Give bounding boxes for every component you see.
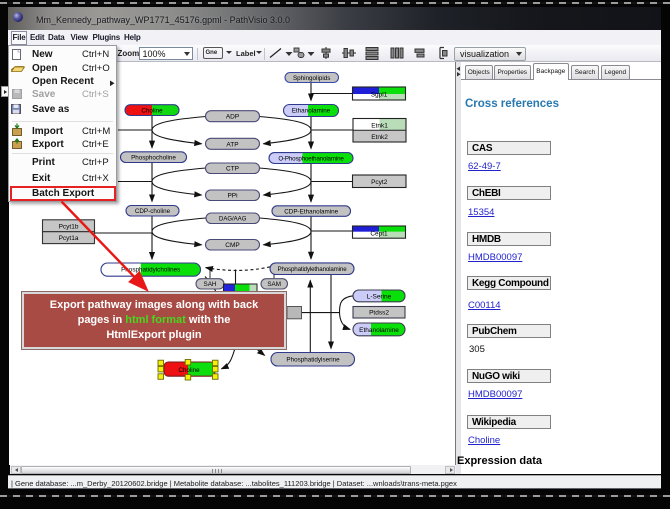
svg-text:O-Phosphoethanolamine: O-Phosphoethanolamine — [278, 155, 344, 162]
svg-text:SAH: SAH — [204, 281, 217, 288]
svg-text:Etnk2: Etnk2 — [371, 134, 388, 141]
svg-text:PPi: PPi — [227, 193, 237, 200]
svg-text:Etnk1: Etnk1 — [371, 122, 388, 129]
svg-text:Sgpl1: Sgpl1 — [371, 92, 388, 99]
svg-text:Phosphocholine: Phosphocholine — [131, 155, 176, 162]
svg-text:Ethanolamine: Ethanolamine — [292, 108, 331, 115]
svg-text:ADP: ADP — [226, 114, 239, 121]
svg-text:Pcyt2: Pcyt2 — [371, 179, 388, 186]
svg-text:CDP-choline: CDP-choline — [135, 208, 171, 215]
svg-text:L-Serine: L-Serine — [367, 293, 392, 300]
svg-text:Ethanolamine: Ethanolamine — [359, 327, 399, 334]
svg-text:Phosphatidylcholines: Phosphatidylcholines — [121, 267, 180, 274]
svg-text:Ptdss2: Ptdss2 — [369, 310, 389, 317]
svg-text:Pcyt1b: Pcyt1b — [59, 223, 79, 230]
svg-text:Sphingolipids: Sphingolipids — [293, 75, 330, 82]
svg-text:Pcyt1a: Pcyt1a — [59, 235, 79, 242]
svg-text:Choline: Choline — [178, 367, 200, 374]
svg-text:DAG/AAG: DAG/AAG — [219, 217, 247, 223]
svg-text:Cept1: Cept1 — [370, 230, 388, 237]
svg-text:CTP: CTP — [226, 166, 239, 173]
svg-text:CMP: CMP — [225, 242, 239, 249]
svg-text:CDP-Ethanolamine: CDP-Ethanolamine — [284, 209, 338, 216]
svg-text:Phosphatidylserine: Phosphatidylserine — [286, 357, 340, 364]
svg-text:Choline: Choline — [141, 108, 163, 115]
svg-text:SAM: SAM — [267, 281, 281, 288]
svg-text:Phosphatidylethanolamine: Phosphatidylethanolamine — [278, 266, 348, 273]
svg-text:ATP: ATP — [226, 141, 238, 148]
